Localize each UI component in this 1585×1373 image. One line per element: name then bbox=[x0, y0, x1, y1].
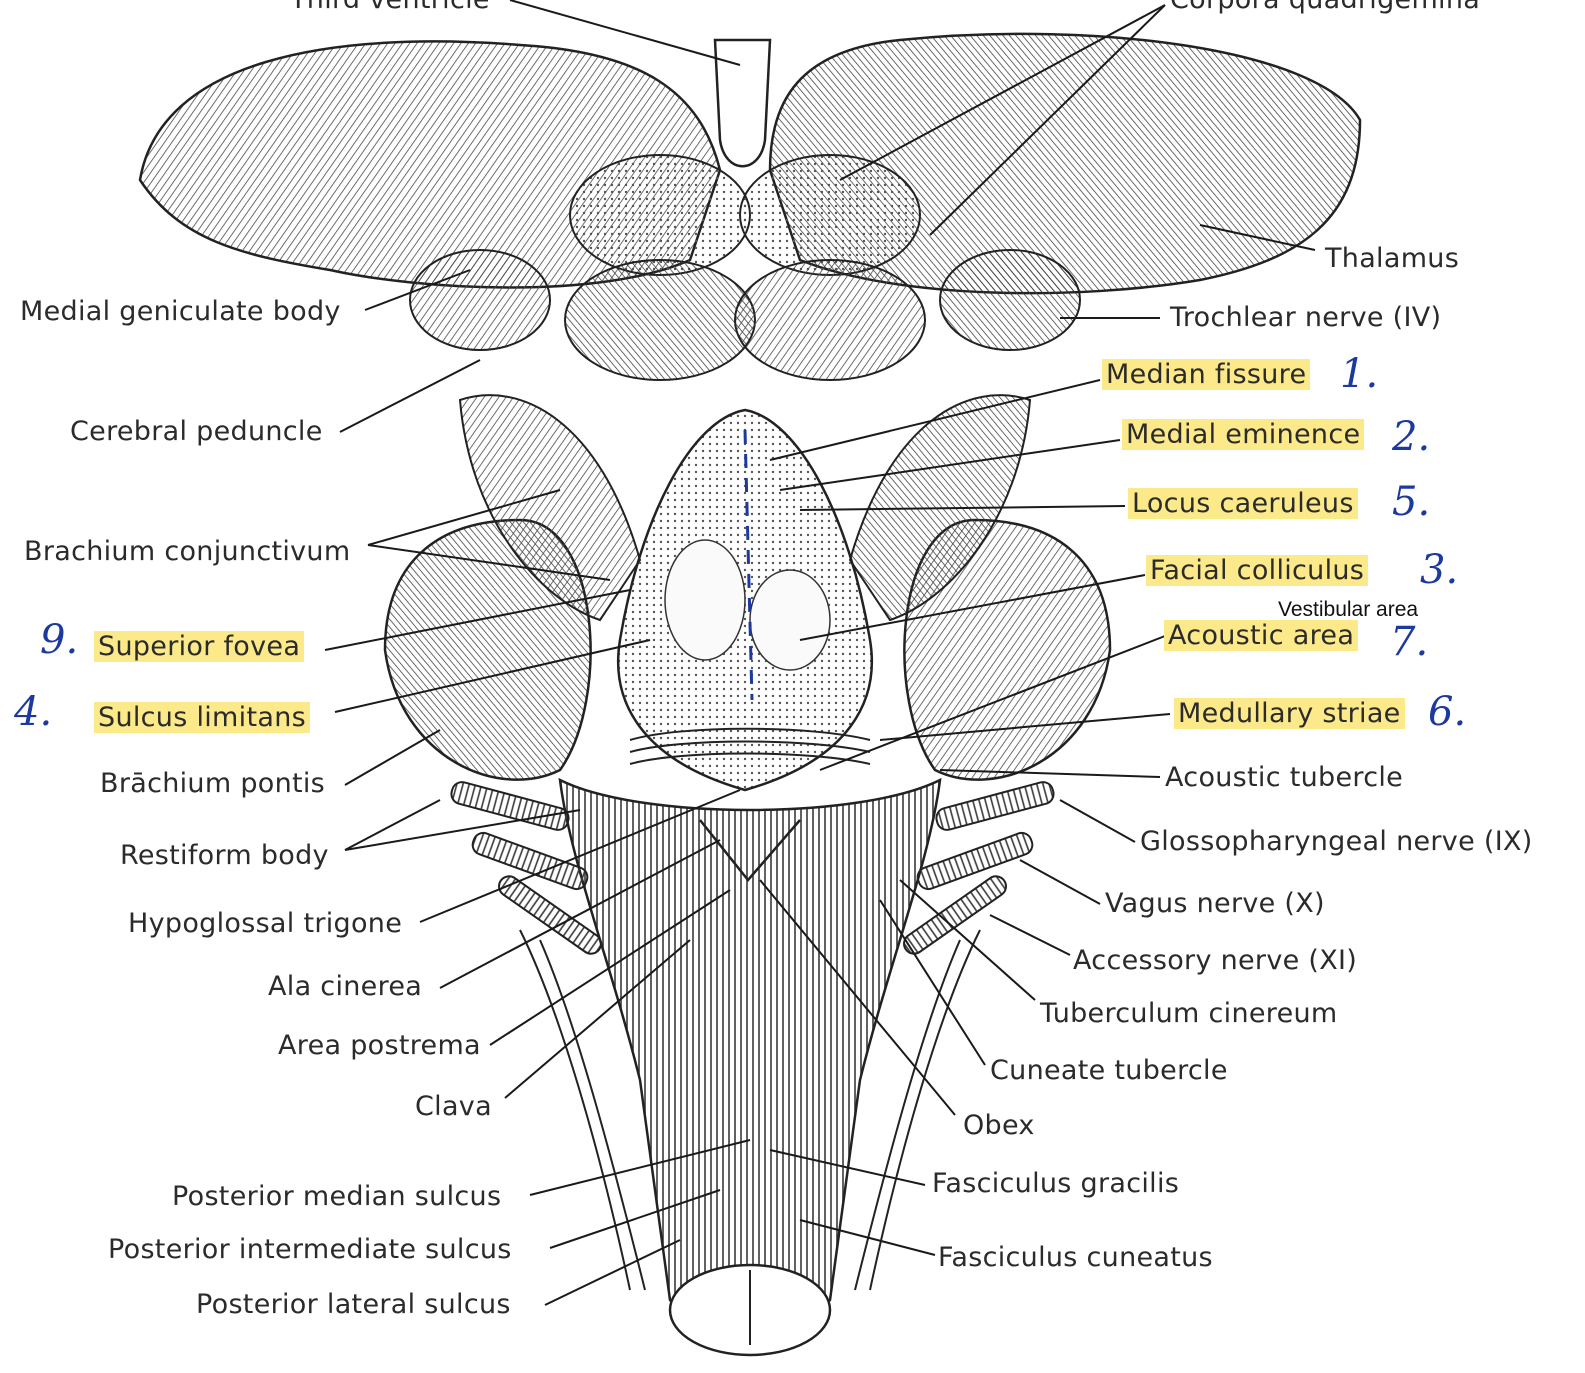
label-ala-cinerea: Ala cinerea bbox=[268, 971, 423, 1002]
brachium-pontis-right bbox=[903, 518, 1112, 781]
highlight-sulcus-limitans: Sulcus limitans bbox=[94, 702, 310, 733]
annotation-number-4: 4. bbox=[14, 689, 53, 735]
medulla bbox=[558, 777, 942, 1332]
label-vagus-nerve: Vagus nerve (X) bbox=[1105, 888, 1325, 919]
label-sulcus-limitans: Sulcus limitans bbox=[94, 702, 310, 734]
label-medullary-striae: Medullary striae bbox=[1174, 698, 1405, 730]
label-thalamus: Thalamus bbox=[1325, 243, 1460, 274]
label-median-fissure: Median fissure bbox=[1102, 359, 1311, 391]
highlight-median-fissure: Median fissure bbox=[1102, 359, 1311, 390]
label-hypoglossal-trigone: Hypoglossal trigone bbox=[128, 908, 403, 939]
label-glossopharyngeal-nerve: Glossopharyngeal nerve (IX) bbox=[1140, 826, 1533, 857]
label-third-ventricle: Third ventricle bbox=[290, 0, 490, 16]
label-trochlear-nerve: Trochlear nerve (IV) bbox=[1170, 302, 1442, 333]
highlight-medullary-striae: Medullary striae bbox=[1174, 698, 1405, 729]
label-area-postrema: Area postrema bbox=[278, 1030, 481, 1061]
highlight-acoustic-area: Acoustic area bbox=[1164, 620, 1359, 651]
brachium-pontis-left bbox=[383, 518, 592, 781]
label-obex: Obex bbox=[963, 1110, 1035, 1141]
annotation-number-1: 1. bbox=[1340, 351, 1379, 397]
label-brachium-pontis: Brāchium pontis bbox=[100, 768, 326, 799]
label-fasciculus-gracilis: Fasciculus gracilis bbox=[932, 1168, 1180, 1199]
label-acoustic-area: Acoustic area bbox=[1164, 620, 1359, 652]
highlight-medial-eminence: Medial eminence bbox=[1122, 419, 1365, 450]
highlight-superior-fovea: Superior fovea bbox=[94, 631, 305, 662]
label-cerebral-peduncle: Cerebral peduncle bbox=[70, 416, 323, 447]
label-tuberculum-cinereum: Tuberculum cinereum bbox=[1040, 998, 1338, 1029]
median-sulcus-dashed-line bbox=[743, 429, 754, 701]
highlight-locus-caeruleus: Locus caeruleus bbox=[1128, 488, 1358, 519]
annotation-number-9: 9. bbox=[40, 617, 79, 663]
annotation-number-7: 7. bbox=[1390, 619, 1429, 665]
label-superior-fovea: Superior fovea bbox=[94, 631, 305, 663]
annotation-number-6: 6. bbox=[1428, 689, 1467, 735]
label-facial-colliculus: Facial colliculus bbox=[1146, 555, 1369, 587]
label-clava: Clava bbox=[415, 1091, 492, 1122]
label-restiform-body: Restiform body bbox=[120, 840, 329, 871]
highlight-facial-colliculus: Facial colliculus bbox=[1146, 555, 1369, 586]
label-cuneate-tubercle: Cuneate tubercle bbox=[990, 1055, 1228, 1086]
annotation-number-2: 2. bbox=[1392, 414, 1431, 460]
label-brachium-conjunctivum: Brachium conjunctivum bbox=[24, 536, 351, 567]
label-fasciculus-cuneatus: Fasciculus cuneatus bbox=[938, 1242, 1213, 1273]
annotation-number-5: 5. bbox=[1392, 479, 1431, 525]
label-locus-caeruleus: Locus caeruleus bbox=[1128, 488, 1358, 520]
annotation-number-3: 3. bbox=[1420, 547, 1459, 593]
label-posterior-intermediate-sulcus: Posterior intermediate sulcus bbox=[108, 1234, 512, 1265]
label-accessory-nerve: Accessory nerve (XI) bbox=[1073, 945, 1358, 976]
label-medial-eminence: Medial eminence bbox=[1122, 419, 1365, 451]
label-posterior-median-sulcus: Posterior median sulcus bbox=[172, 1181, 502, 1212]
label-posterior-lateral-sulcus: Posterior lateral sulcus bbox=[196, 1289, 511, 1320]
label-acoustic-tubercle: Acoustic tubercle bbox=[1165, 762, 1404, 793]
label-medial-geniculate-body: Medial geniculate body bbox=[20, 296, 341, 327]
label-vestibular-area: Vestibular area bbox=[1278, 598, 1419, 621]
label-corpora-quadrigemina: Corpora quadrigemina bbox=[1170, 0, 1480, 16]
